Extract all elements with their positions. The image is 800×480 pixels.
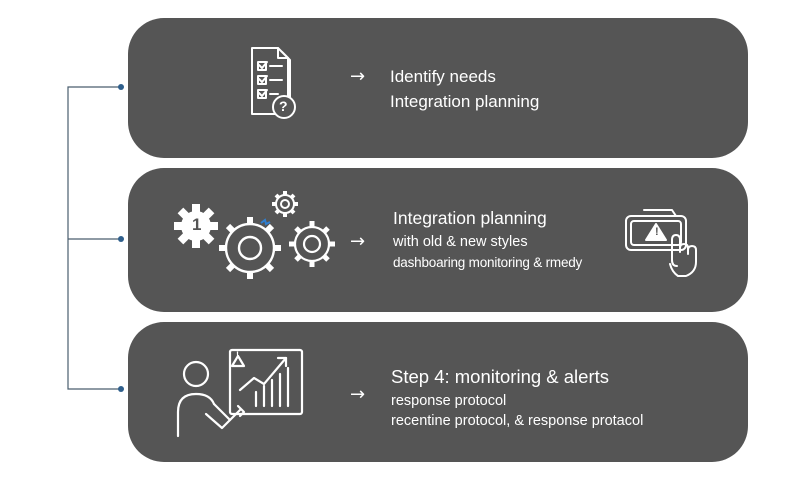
checklist-document-icon [251,47,296,119]
step-1-line-2: Integration planning [390,92,540,111]
flow-connector [67,84,124,392]
step-card-3: ! → Step 4: monitoring & alerts response… [128,322,748,462]
alert-mark: ! [655,226,659,238]
step-2-line-2: with old & new styles [393,234,528,250]
connector-dot [118,236,124,242]
warning-mark: ! [236,350,239,360]
connector-dot [118,84,124,90]
person-analytics-board-icon [176,348,304,438]
gears-icon [174,191,335,279]
step-card-2: 1 → Integration planning with old & new … [128,168,748,312]
arrow-icon: → [350,66,366,87]
step-3-line-3: recentine protocol, & response protacol [391,413,644,429]
help-mark: ? [279,98,288,114]
step-3-line-1: Step 4: monitoring & alerts [391,366,609,387]
step-card-1: ? → Identify needs Integration planning [128,18,748,158]
alert-touch-screen-icon [625,209,697,277]
connector-dot [118,386,124,392]
step-2-line-1: Integration planning [393,208,547,228]
arrow-icon: → [350,231,366,252]
step-1-line-1: Identify needs [390,67,496,86]
step-3-line-2: response protocol [391,393,507,409]
gear-number: 1 [192,215,202,234]
step-2-line-3: dashboaring monitoring & rmedy [393,255,583,270]
arrow-icon: → [350,384,366,405]
